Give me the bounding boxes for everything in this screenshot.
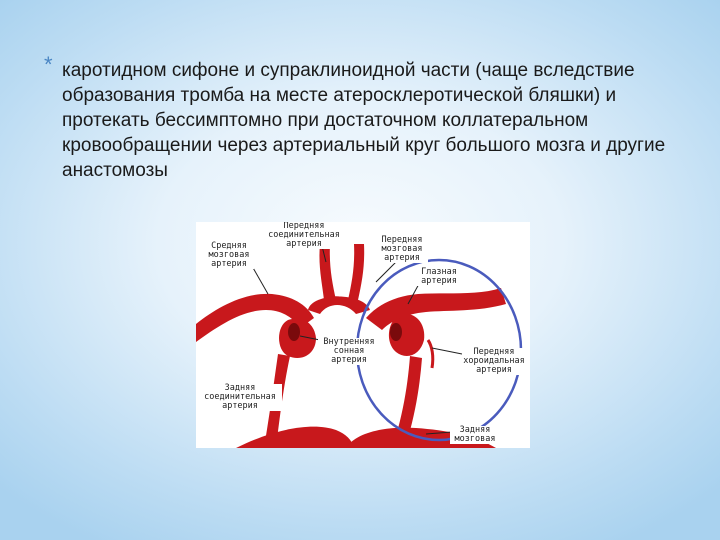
label-anterior-choroidal: Передняя хороидальная артерия: [462, 347, 526, 375]
anterior-choroidal-artery: [426, 339, 435, 369]
ophthalmic-artery: [396, 298, 419, 319]
right-anterior-cerebral-artery: [348, 244, 365, 300]
left-middle-cerebral-artery: [196, 293, 314, 342]
circle-of-willis-diagram: Передняя соединительная артерия Средняя …: [196, 222, 530, 448]
left-anterior-cerebral-artery: [319, 244, 336, 300]
label-anterior-communicating: Передняя соединительная артерия: [262, 222, 346, 249]
right-posterior-communicating-artery: [396, 356, 422, 438]
paragraph-text: каротидном сифоне и супраклиноидной част…: [62, 60, 666, 181]
label-ophthalmic: Глазная артерия: [416, 268, 462, 286]
right-carotid-lumen: [390, 323, 402, 341]
label-middle-cerebral: Средняя мозговая артерия: [204, 242, 254, 269]
arteries: [196, 244, 506, 448]
label-posterior-communicating: Задняя соединительная артерия: [198, 384, 282, 411]
left-carotid-lumen: [288, 323, 300, 341]
anterior-arch: [308, 296, 370, 314]
left-posterior-cerebral-artery: [236, 426, 354, 448]
label-anterior-cerebral: Передняя мозговая артерия: [376, 236, 428, 263]
bullet-paragraph: * каротидном сифоне и супраклиноидной ча…: [44, 52, 678, 183]
artery-diagram-drawing: [196, 244, 523, 448]
bullet-icon: *: [44, 52, 53, 77]
label-posterior-cerebral: Задняя мозговая: [450, 426, 500, 444]
label-internal-carotid: Внутренняя сонная артерия: [318, 338, 380, 365]
right-middle-cerebral-artery: [366, 288, 506, 330]
